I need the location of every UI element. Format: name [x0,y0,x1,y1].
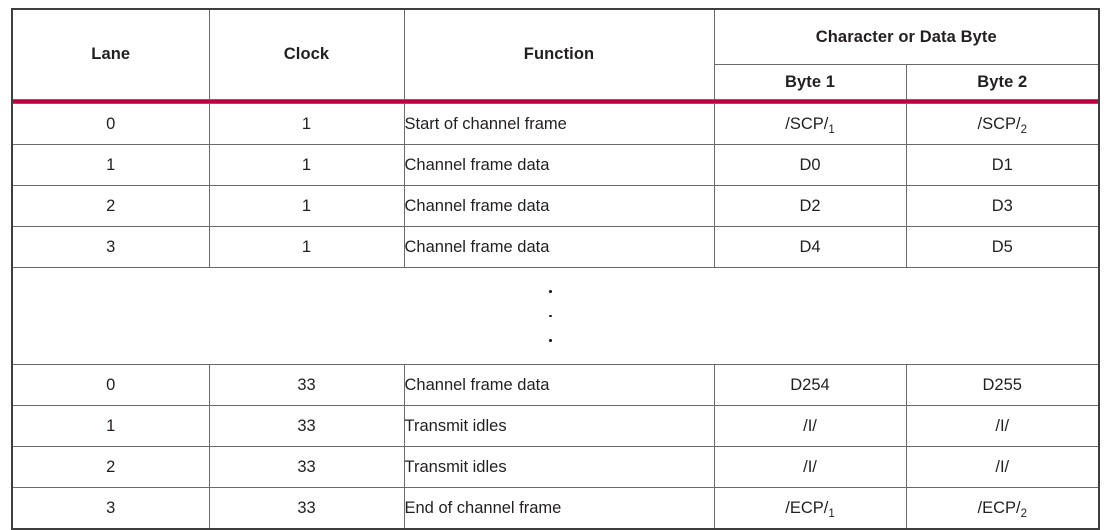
cell-byte-1: /I/ [713,405,907,447]
cell-byte-2: /SCP/2 [905,103,1100,145]
table-row: 3 33 End of channel frame /ECP/1 /ECP/2 [11,487,1100,530]
cell-byte-1: /I/ [713,446,907,488]
cell-byte-2: /ECP/2 [905,487,1100,530]
column-header-byte-2: Byte 2 [905,64,1100,100]
cell-clock: 1 [208,226,405,268]
column-header-function: Function [403,8,715,100]
table-row: 2 33 Transmit idles /I/ /I/ [11,446,1100,488]
cell-clock: 1 [208,103,405,145]
cell-lane: 3 [11,226,210,268]
cell-function: Channel frame data [403,364,715,406]
cell-lane: 2 [11,446,210,488]
ellipsis-dot [549,314,552,318]
cell-byte-2: D5 [905,226,1100,268]
cell-byte-1: /SCP/1 [713,103,907,145]
table-row: 2 1 Channel frame data D2 D3 [11,185,1100,227]
continuation-ellipsis [11,267,1100,365]
cell-lane: 1 [11,405,210,447]
channel-frame-table: Lane Clock Function Character or Data By… [11,8,1100,530]
cell-clock: 33 [208,405,405,447]
cell-byte-1: D4 [713,226,907,268]
cell-function: Channel frame data [403,226,715,268]
header-row-primary: Lane Clock Function Character or Data By… [11,8,1100,100]
cell-byte-2: D3 [905,185,1100,227]
table-row: 0 1 Start of channel frame /SCP/1 /SCP/2 [11,103,1100,145]
cell-lane: 0 [11,103,210,145]
cell-clock: 33 [208,446,405,488]
table-row-continuation [11,267,1100,365]
channel-frame-table-container: Lane Clock Function Character or Data By… [11,8,1100,530]
vertical-ellipsis-icon [13,268,1098,364]
cell-function: Channel frame data [403,144,715,186]
cell-clock: 33 [208,487,405,530]
column-header-clock: Clock [208,8,405,100]
table-body: 0 1 Start of channel frame /SCP/1 /SCP/2… [11,99,1100,530]
ellipsis-dot [549,339,552,342]
cell-clock: 1 [208,185,405,227]
accent-rule-bar [12,99,1099,104]
table-row: 1 1 Channel frame data D0 D1 [11,144,1100,186]
cell-lane: 2 [11,185,210,227]
cell-function: End of channel frame [403,487,715,530]
cell-function: Start of channel frame [403,103,715,145]
cell-function: Channel frame data [403,185,715,227]
column-header-lane: Lane [11,8,210,100]
cell-byte-2: D1 [905,144,1100,186]
cell-clock: 1 [208,144,405,186]
cell-byte-2: D255 [905,364,1100,406]
cell-byte-2: /I/ [905,405,1100,447]
table-header: Lane Clock Function Character or Data By… [11,8,1100,100]
table-row: 1 33 Transmit idles /I/ /I/ [11,405,1100,447]
column-header-character-or-data-byte: Character or Data Byte [713,8,1100,65]
cell-function: Transmit idles [403,446,715,488]
cell-lane: 1 [11,144,210,186]
cell-byte-1: D0 [713,144,907,186]
table-row: 3 1 Channel frame data D4 D5 [11,226,1100,268]
cell-clock: 33 [208,364,405,406]
column-header-byte-1: Byte 1 [713,64,907,100]
cell-byte-1: D2 [713,185,907,227]
cell-function: Transmit idles [403,405,715,447]
ellipsis-dot [549,290,552,293]
table-row: 0 33 Channel frame data D254 D255 [11,364,1100,406]
header-accent-rule [12,99,1099,104]
cell-byte-1: D254 [713,364,907,406]
cell-byte-2: /I/ [905,446,1100,488]
cell-lane: 3 [11,487,210,530]
header-row-secondary: Byte 1 Byte 2 [12,64,1100,100]
cell-lane: 0 [11,364,210,406]
cell-byte-1: /ECP/1 [713,487,907,530]
